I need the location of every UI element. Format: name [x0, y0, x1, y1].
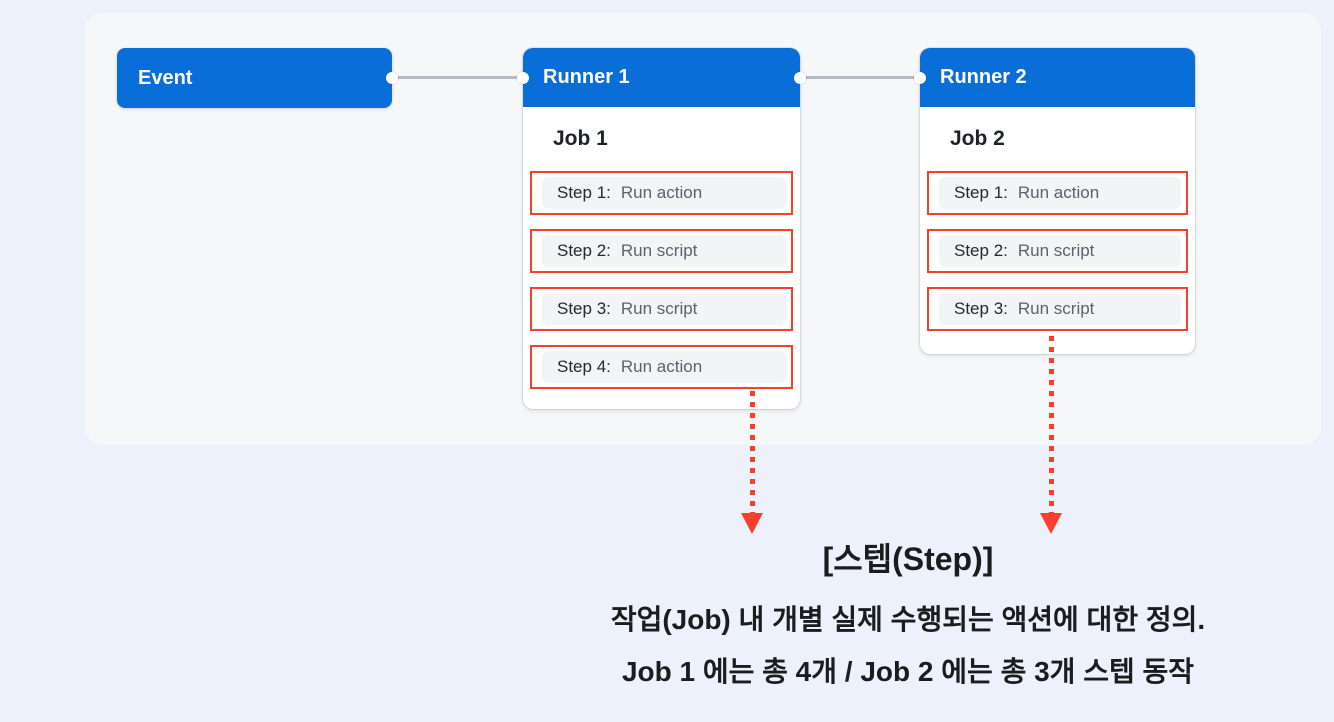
step-action: Run script [620, 241, 698, 260]
step-action: Run script [1017, 241, 1095, 260]
job1-step-4-pill: Step 4: Run action [542, 351, 786, 383]
step-action: Run script [620, 299, 698, 318]
job2-step-2-pill: Step 2: Run script [939, 235, 1181, 267]
job2-steps-list: Step 1: Run action Step 2: Run script St… [927, 171, 1188, 331]
connector-port-runner1-out [794, 72, 806, 84]
job1-step-3: Step 3: Run script [530, 287, 793, 331]
annotation-arrow-job2-line [1049, 336, 1054, 513]
event-node: Event [117, 48, 392, 108]
job1-step-2-pill: Step 2: Run script [542, 235, 786, 267]
job2-step-3-pill: Step 3: Run script [939, 293, 1181, 325]
step-action: Run script [1017, 299, 1095, 318]
step-action: Run action [620, 357, 703, 376]
job2-step-3: Step 3: Run script [927, 287, 1188, 331]
runner2-card: Runner 2 Job 2 Step 1: Run action Step 2… [920, 48, 1195, 354]
job1-step-3-pill: Step 3: Run script [542, 293, 786, 325]
annotation-arrow-job1-line [750, 391, 755, 513]
step-label: Step 1: [954, 183, 1008, 202]
job1-steps-list: Step 1: Run action Step 2: Run script St… [530, 171, 793, 389]
step-action: Run action [620, 183, 703, 202]
annotation-line-1: 작업(Job) 내 개별 실제 수행되는 액션에 대한 정의. [610, 604, 1206, 635]
connector-line-event-runner1 [392, 76, 523, 79]
job1-step-2: Step 2: Run script [530, 229, 793, 273]
runner1-title: Runner 1 [543, 66, 630, 88]
step-label: Step 1: [557, 183, 611, 202]
connector-port-runner2-in [914, 72, 926, 84]
connector-port-event-out [386, 72, 398, 84]
connector-port-runner1-in [517, 72, 529, 84]
annotation-title: [스텝(Step)] [822, 541, 994, 577]
annotation-arrow-job2-head-icon [1040, 513, 1062, 534]
job1-step-4: Step 4: Run action [530, 345, 793, 389]
runner2-title: Runner 2 [940, 66, 1027, 88]
job2-step-1: Step 1: Run action [927, 171, 1188, 215]
runner1-header: Runner 1 [523, 48, 800, 107]
job1-step-1-pill: Step 1: Run action [542, 177, 786, 209]
connector-line-runner1-runner2 [800, 76, 920, 79]
annotation-arrow-job1-head-icon [741, 513, 763, 534]
annotation-line-2: Job 1 에는 총 4개 / Job 2 에는 총 3개 스텝 동작 [621, 656, 1195, 687]
step-annotation-block: [스텝(Step)] 작업(Job) 내 개별 실제 수행되는 액션에 대한 정… [541, 538, 1275, 689]
runner1-card: Runner 1 Job 1 Step 1: Run action Step 2… [523, 48, 800, 409]
step-label: Step 2: [954, 241, 1008, 260]
job1-title: Job 1 [553, 127, 608, 150]
runner2-header: Runner 2 [920, 48, 1195, 107]
step-action: Run action [1017, 183, 1100, 202]
step-label: Step 3: [557, 299, 611, 318]
job2-title: Job 2 [950, 127, 1005, 150]
event-node-label: Event [138, 66, 193, 89]
step-label: Step 4: [557, 357, 611, 376]
job1-step-1: Step 1: Run action [530, 171, 793, 215]
job2-step-1-pill: Step 1: Run action [939, 177, 1181, 209]
step-label: Step 2: [557, 241, 611, 260]
job2-step-2: Step 2: Run script [927, 229, 1188, 273]
step-label: Step 3: [954, 299, 1008, 318]
